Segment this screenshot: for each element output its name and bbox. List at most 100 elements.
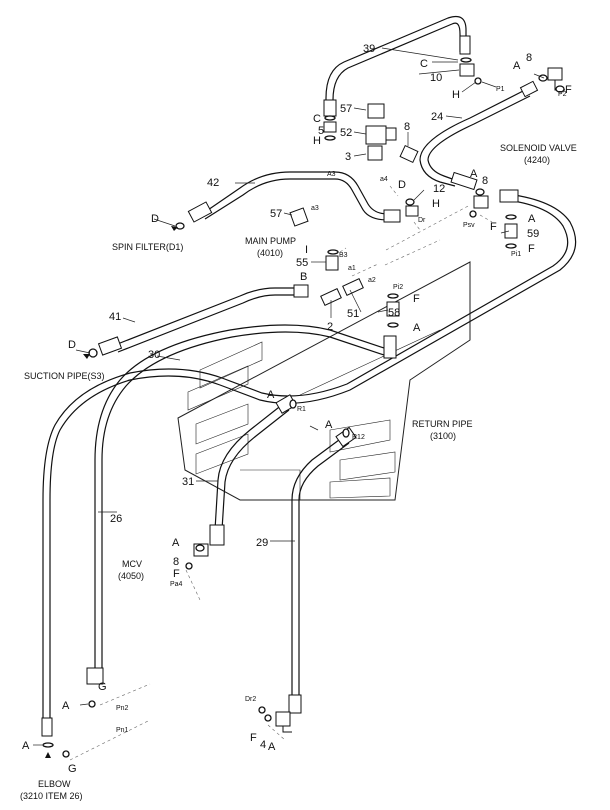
suction-pipe-label: SUCTION PIPE(S3) bbox=[24, 371, 105, 381]
letter-g-top: G bbox=[98, 681, 107, 693]
part-number-26: 26 bbox=[110, 513, 122, 525]
part-numbers: 39 10 24 8 57 52 8 3 42 12 8 57 59 55 58… bbox=[109, 43, 539, 751]
letter-a-r1: A bbox=[267, 389, 275, 401]
dashed-connections bbox=[69, 185, 493, 761]
mcv-label: MCV bbox=[122, 559, 142, 569]
port-a1: a1 bbox=[348, 265, 356, 272]
letter-a-58: A bbox=[413, 322, 421, 334]
part-number-8-mid: 8 bbox=[404, 121, 410, 133]
part-number-39: 39 bbox=[363, 43, 375, 55]
part-number-8-mcv: 8 bbox=[173, 556, 179, 568]
letter-a-4: A bbox=[268, 741, 276, 753]
port-pn2: Pn2 bbox=[116, 705, 129, 712]
component-labels: SOLENOID VALVE (4240) SPIN FILTER(D1) MA… bbox=[20, 143, 577, 801]
letter-h-top: H bbox=[452, 89, 460, 101]
letter-f-mcv: F bbox=[173, 568, 180, 580]
letter-d-filter: D bbox=[151, 213, 159, 225]
part-number-5: 5 bbox=[318, 125, 324, 137]
hose-39 bbox=[323, 15, 471, 118]
letter-f-right: F bbox=[528, 243, 535, 255]
part-number-41: 41 bbox=[109, 311, 121, 323]
port-a2: a2 bbox=[368, 277, 376, 284]
letter-f-58: F bbox=[413, 293, 420, 305]
spin-filter-label: SPIN FILTER(D1) bbox=[112, 242, 183, 252]
part-number-12: 12 bbox=[433, 183, 445, 195]
letter-callouts: C H A F C 5 H D H A A F F D I B F A D A … bbox=[22, 58, 572, 775]
letter-a-solenoid: A bbox=[470, 168, 478, 180]
part-number-24: 24 bbox=[431, 111, 443, 123]
letter-c-top: C bbox=[420, 58, 428, 70]
return-pipe-label: RETURN PIPE bbox=[412, 419, 473, 429]
part-number-52: 52 bbox=[340, 127, 352, 139]
port-dr: Dr bbox=[418, 217, 426, 224]
port-a3: A3 bbox=[327, 171, 336, 178]
part-number-57-lower: 57 bbox=[270, 208, 282, 220]
solenoid-valve-label: SOLENOID VALVE bbox=[500, 143, 577, 153]
mcv-ref: (4050) bbox=[118, 571, 144, 581]
part-number-4: 4 bbox=[260, 739, 266, 751]
letter-a-top: A bbox=[513, 60, 521, 72]
hose-30 bbox=[41, 189, 577, 737]
main-pump-label: MAIN PUMP bbox=[245, 236, 296, 246]
letter-f-bottom: F bbox=[250, 732, 257, 744]
port-r12: R12 bbox=[352, 434, 365, 441]
elbow-ref: (3210 ITEM 26) bbox=[20, 791, 83, 801]
port-p2: P2 bbox=[558, 91, 567, 98]
fittings bbox=[42, 57, 565, 758]
hose-26 bbox=[86, 324, 397, 685]
letter-a-r12: A bbox=[325, 419, 333, 431]
main-pump-ref: (4010) bbox=[257, 248, 283, 258]
letter-h-left: H bbox=[313, 135, 321, 147]
hose-24 bbox=[419, 80, 539, 191]
elbow-label: ELBOW bbox=[38, 779, 71, 789]
part-number-42: 42 bbox=[207, 177, 219, 189]
port-b3: B3 bbox=[339, 252, 348, 259]
letter-h-mid: H bbox=[432, 198, 440, 210]
letter-f-psv: F bbox=[490, 221, 497, 233]
hose-42 bbox=[187, 171, 401, 223]
part-number-8-solenoid: 8 bbox=[482, 175, 488, 187]
letter-a-mcv: A bbox=[172, 537, 180, 549]
part-number-55: 55 bbox=[296, 257, 308, 269]
letter-a-bottom: A bbox=[62, 700, 70, 712]
part-number-31: 31 bbox=[182, 476, 194, 488]
part-number-58: 58 bbox=[388, 307, 400, 319]
part-number-30: 30 bbox=[148, 349, 160, 361]
part-number-10: 10 bbox=[430, 72, 442, 84]
flow-arrows bbox=[45, 226, 178, 758]
letter-g-bottom: G bbox=[68, 763, 77, 775]
port-pi2: Pi2 bbox=[393, 284, 403, 291]
hose-41 bbox=[97, 284, 309, 356]
part-number-51: 51 bbox=[347, 308, 359, 320]
letter-i: I bbox=[305, 244, 308, 256]
port-r1: R1 bbox=[297, 406, 306, 413]
part-number-2: 2 bbox=[327, 321, 333, 333]
leader-lines bbox=[33, 47, 545, 746]
letter-c-left: C bbox=[313, 113, 321, 125]
letter-d-mid: D bbox=[398, 179, 406, 191]
part-number-3: 3 bbox=[345, 151, 351, 163]
solenoid-valve-ref: (4240) bbox=[524, 155, 550, 165]
letter-b: B bbox=[300, 271, 307, 283]
port-psv: Psv bbox=[463, 222, 475, 229]
part-number-8-top: 8 bbox=[526, 52, 532, 64]
part-number-29: 29 bbox=[256, 537, 268, 549]
letter-d-suction: D bbox=[68, 339, 76, 351]
port-pn1: Pn1 bbox=[116, 727, 129, 734]
hose-29 bbox=[288, 426, 357, 714]
port-dr2: Dr2 bbox=[245, 696, 256, 703]
return-pipe-ref: (3100) bbox=[430, 431, 456, 441]
part-number-59: 59 bbox=[527, 228, 539, 240]
letter-f-top: F bbox=[565, 84, 572, 96]
part-number-57: 57 bbox=[340, 103, 352, 115]
port-a3-lower: a3 bbox=[311, 205, 319, 212]
port-a4: a4 bbox=[380, 176, 388, 183]
port-p1: P1 bbox=[496, 86, 505, 93]
letter-a-elbow: A bbox=[22, 740, 30, 752]
port-pa4: Pa4 bbox=[170, 581, 183, 588]
port-labels: P1 P2 A3 a4 a3 Dr Psv Pi1 B3 a1 a2 Pi2 R… bbox=[116, 86, 567, 734]
letter-a-right: A bbox=[528, 213, 536, 225]
port-pi1: Pi1 bbox=[511, 251, 521, 258]
